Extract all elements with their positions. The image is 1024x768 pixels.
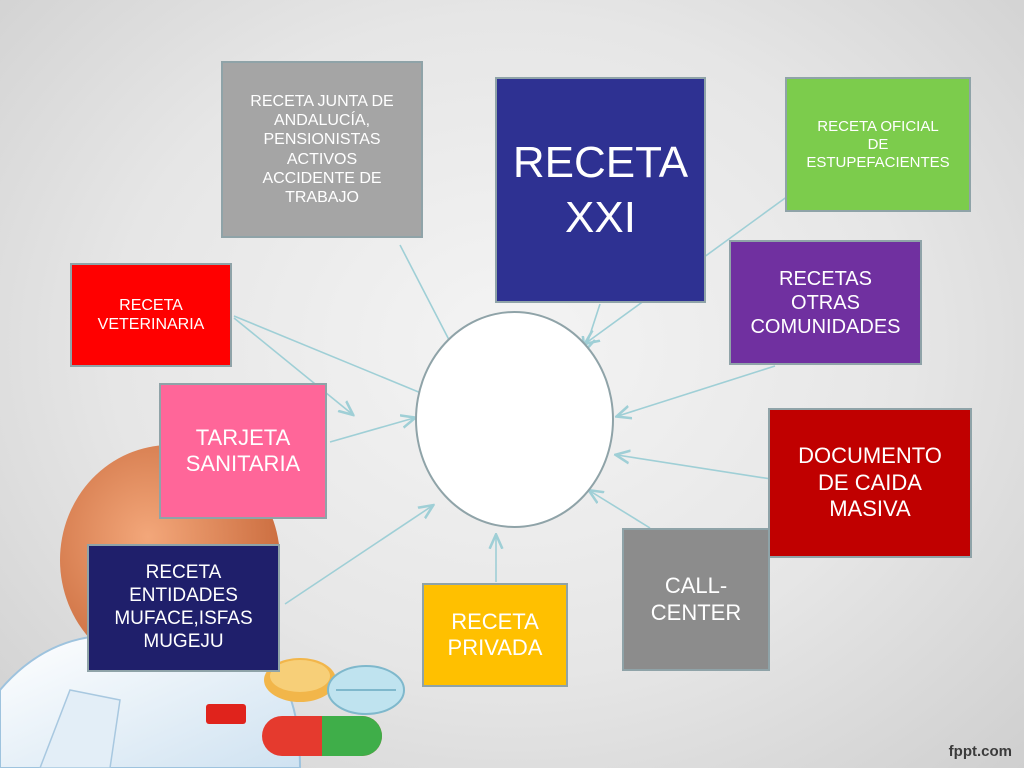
arrow-veterinaria — [233, 315, 438, 400]
arrow-otras-comunidades — [618, 365, 776, 416]
box-receta-entidades: RECETA ENTIDADES MUFACE,ISFAS MUGEJU — [87, 544, 280, 672]
arrow-veterinaria-2 — [233, 317, 352, 414]
box-receta-veterinaria: RECETA VETERINARIA — [70, 263, 232, 367]
box-documento-caida-masiva: DOCUMENTO DE CAIDA MASIVA — [768, 408, 972, 558]
pill-icon — [327, 665, 405, 715]
capsule-icon — [262, 716, 382, 756]
box-call-center: CALL- CENTER — [622, 528, 770, 671]
arrow-xxi — [585, 303, 601, 350]
arrow-call-center — [590, 491, 651, 529]
arrow-tarjeta — [329, 418, 414, 443]
pill-icon — [264, 658, 336, 702]
arrow-entidades — [284, 506, 432, 605]
box-recetas-otras-comunidades: RECETAS OTRAS COMUNIDADES — [729, 240, 922, 365]
box-receta-xxi: RECETA XXI — [495, 77, 706, 303]
box-receta-junta-andalucia: RECETA JUNTA DE ANDALUCÍA, PENSIONISTAS … — [221, 61, 423, 238]
central-circle — [415, 311, 614, 528]
box-receta-estupefacientes: RECETA OFICIAL DE ESTUPEFACIENTES — [785, 77, 971, 212]
box-tarjeta-sanitaria: TARJETA SANITARIA — [159, 383, 327, 519]
brand-watermark: fppt.com — [948, 743, 1012, 760]
box-receta-privada: RECETA PRIVADA — [422, 583, 568, 687]
